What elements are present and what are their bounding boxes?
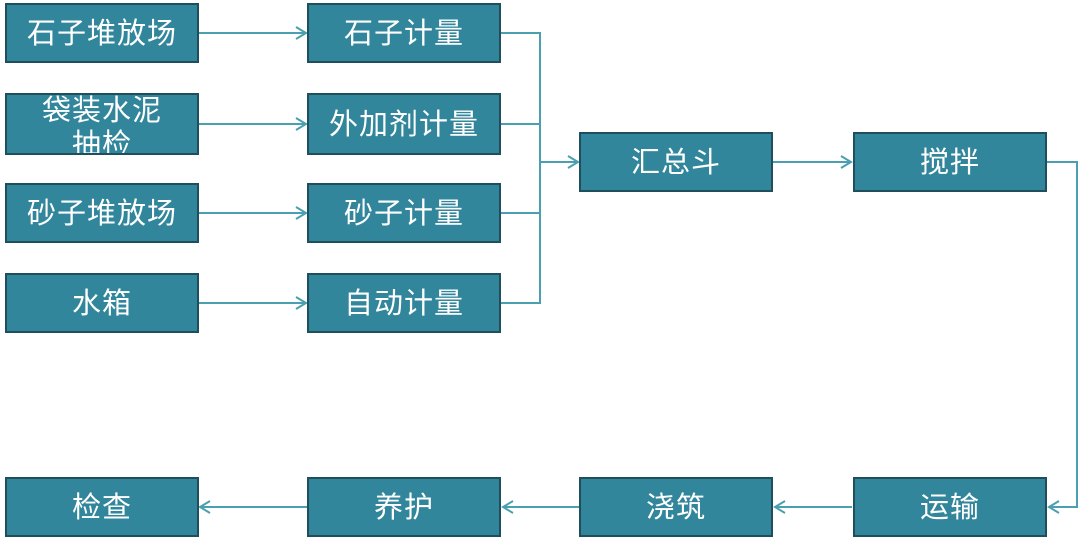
node-stone-yard-label: 石子堆放场 <box>26 16 177 50</box>
node-inspection: 检查 <box>5 477 199 537</box>
node-mixing: 搅拌 <box>853 132 1047 192</box>
node-pouring: 浇筑 <box>579 477 773 537</box>
node-admixture-measure-label: 外加剂计量 <box>328 107 479 141</box>
node-stone-measure-label: 石子计量 <box>343 16 464 50</box>
node-sand-measure: 砂子计量 <box>307 183 501 243</box>
connector-measure-bracket <box>501 32 541 304</box>
node-hopper-label: 汇总斗 <box>630 145 721 179</box>
node-water-tank-label: 水箱 <box>71 286 132 320</box>
node-transport: 运输 <box>853 477 1047 537</box>
node-auto-measure: 自动计量 <box>307 273 501 333</box>
node-sand-yard: 砂子堆放场 <box>5 183 199 243</box>
node-water-tank: 水箱 <box>5 273 199 333</box>
node-pouring-label: 浇筑 <box>645 490 706 524</box>
node-bag-cement-inspection-label: 袋装水泥 抽检 <box>41 93 162 155</box>
arrow-mixing-to-transport <box>1047 161 1078 514</box>
node-hopper: 汇总斗 <box>579 132 773 192</box>
node-auto-measure-label: 自动计量 <box>343 286 464 320</box>
node-curing-label: 养护 <box>373 490 434 524</box>
node-transport-label: 运输 <box>919 490 980 524</box>
node-stone-yard: 石子堆放场 <box>5 3 199 63</box>
node-admixture-measure: 外加剂计量 <box>307 93 501 155</box>
node-sand-yard-label: 砂子堆放场 <box>26 196 177 230</box>
node-stone-measure: 石子计量 <box>307 3 501 63</box>
node-mixing-label: 搅拌 <box>919 145 980 179</box>
node-bag-cement-inspection: 袋装水泥 抽检 <box>5 93 199 155</box>
node-sand-measure-label: 砂子计量 <box>343 196 464 230</box>
node-inspection-label: 检查 <box>71 490 132 524</box>
node-curing: 养护 <box>307 477 501 537</box>
